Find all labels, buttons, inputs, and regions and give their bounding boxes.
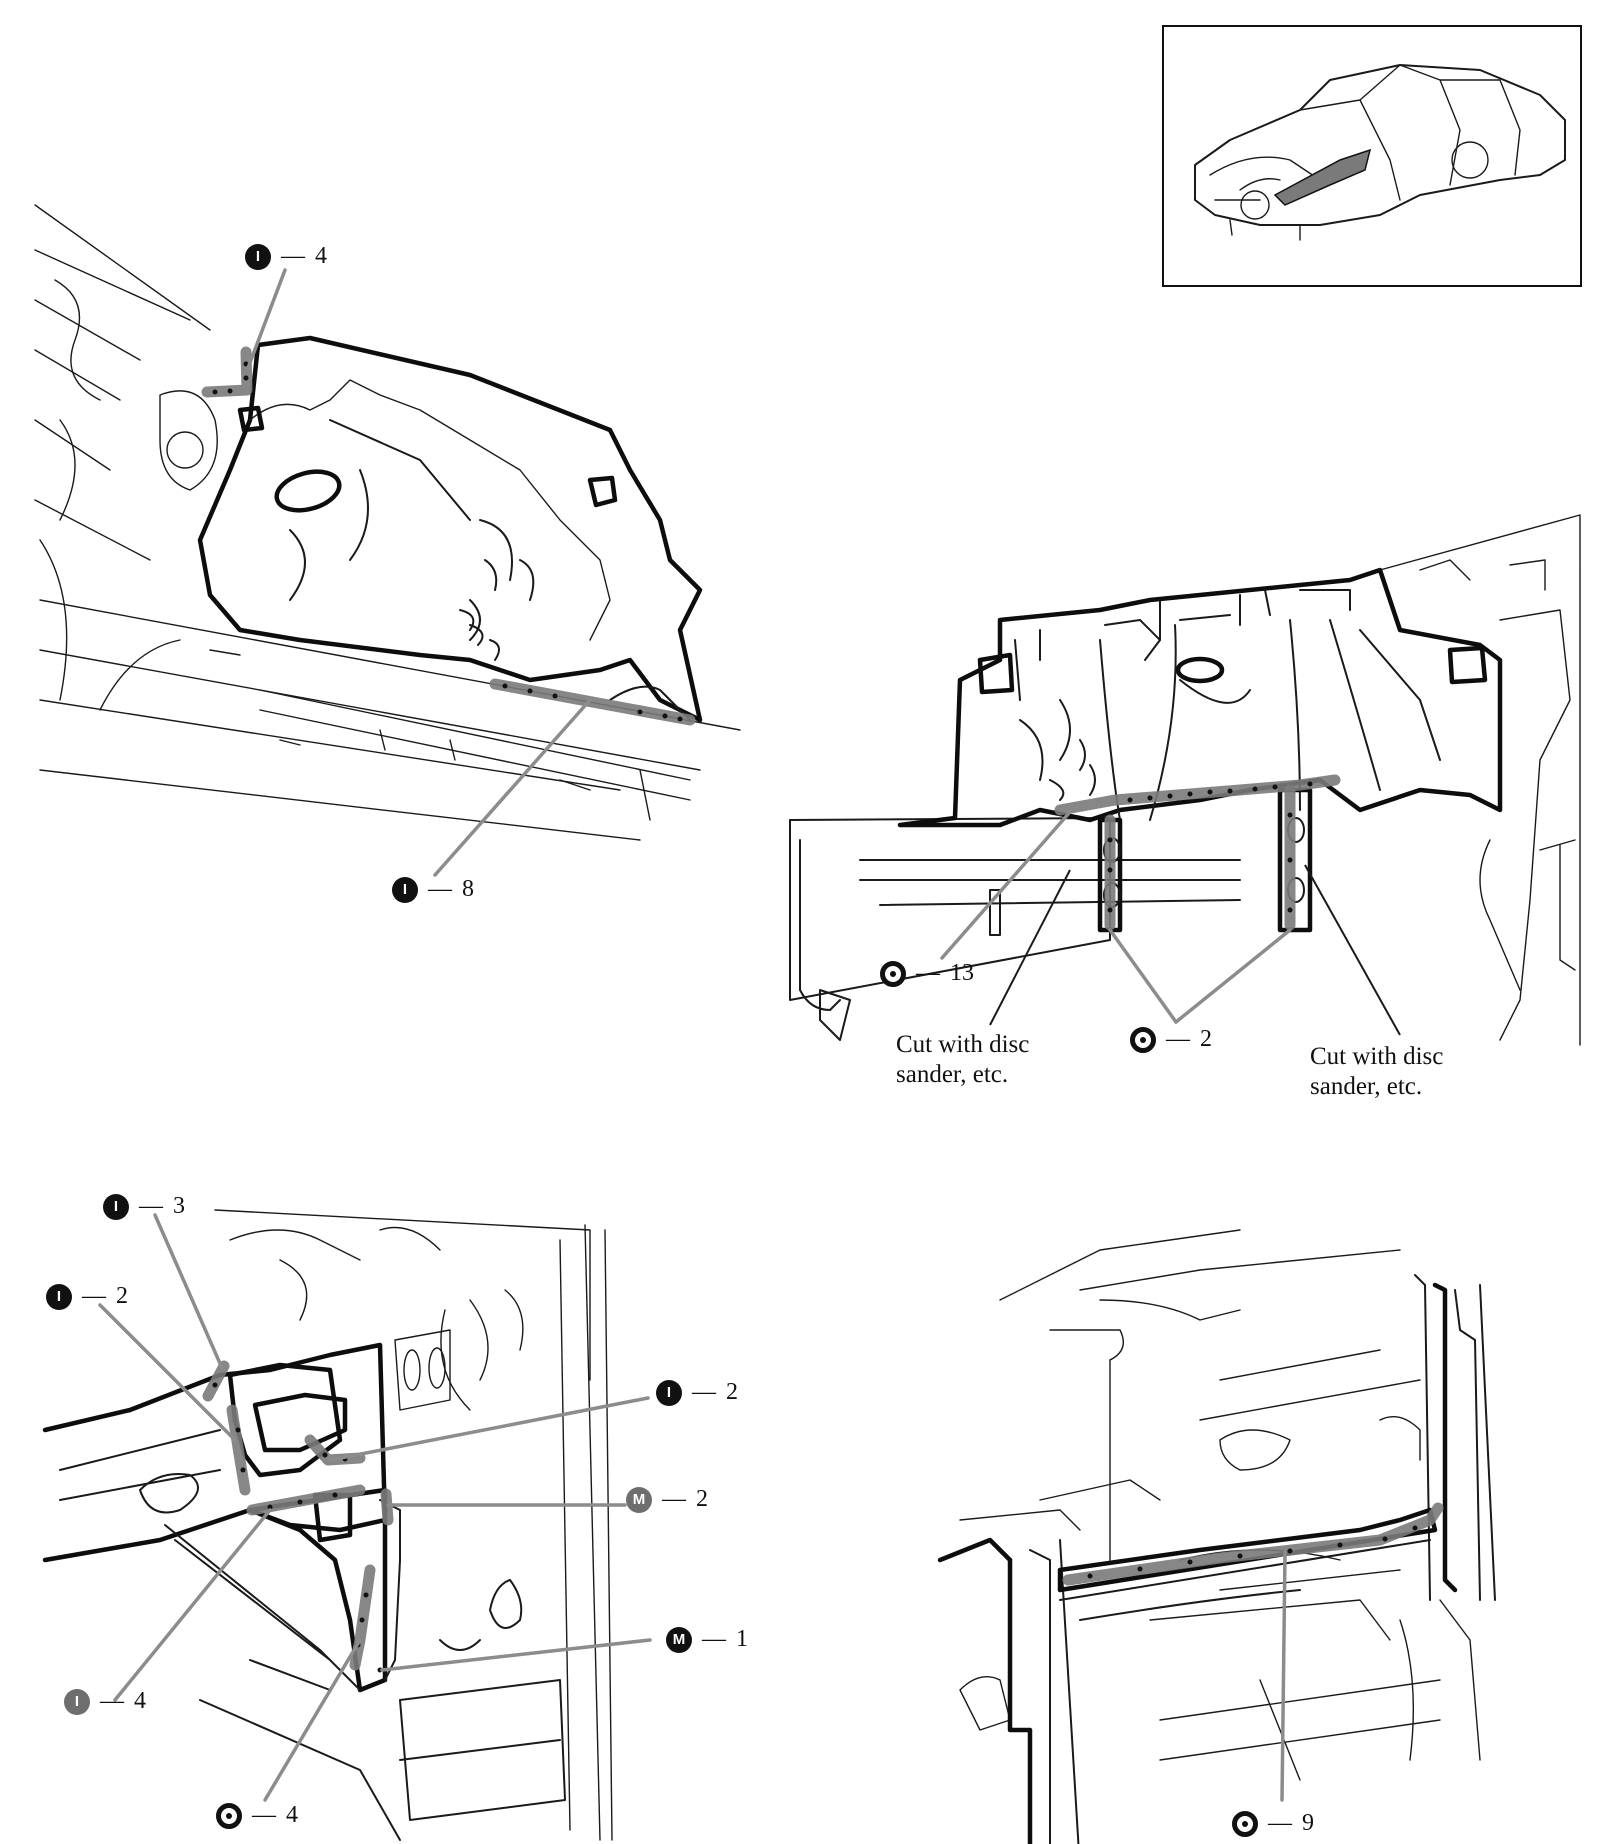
weld-symbol-i: I xyxy=(103,1193,129,1220)
weld-count: 2 xyxy=(726,1379,738,1405)
weld-count: 3 xyxy=(173,1193,185,1219)
note-cut-left: Cut with disc sander, etc. xyxy=(896,1031,1030,1088)
weld-symbol-i: I xyxy=(656,1379,682,1406)
weld-count: 2 xyxy=(696,1486,708,1512)
dash: — xyxy=(281,243,305,269)
weld-symbol-m: M xyxy=(626,1486,652,1513)
weld-count: 1 xyxy=(736,1626,748,1652)
dash: — xyxy=(1268,1810,1292,1836)
callout-weld-m-2: M — 2 xyxy=(626,1486,708,1513)
callout-spot-4: — 4 xyxy=(216,1802,298,1829)
dash: — xyxy=(139,1193,163,1219)
dash: — xyxy=(662,1486,686,1512)
callout-spot-9: — 9 xyxy=(1232,1810,1314,1837)
panel-front-pillar xyxy=(42,1209,652,1841)
callout-weld-i-4-bottom: I — 4 xyxy=(64,1688,146,1715)
panel-side-sill xyxy=(937,1229,1496,1844)
callout-weld-i-2-left: I — 2 xyxy=(46,1283,128,1310)
weld-count: 2 xyxy=(116,1283,128,1309)
weld-count: 4 xyxy=(134,1688,146,1714)
callout-weld-i-3: I — 3 xyxy=(103,1193,185,1220)
spot-weld-icon xyxy=(1130,1026,1156,1053)
weld-symbol-i: I xyxy=(392,876,418,903)
callout-spot-13: — 13 xyxy=(880,960,974,987)
weld-count: 2 xyxy=(1200,1026,1212,1052)
weld-symbol-i: I xyxy=(46,1283,72,1310)
weld-count: 4 xyxy=(315,243,327,269)
panel-apron-side-view xyxy=(789,514,1581,1046)
callout-weld-i-2-right: I — 2 xyxy=(656,1379,738,1406)
dash: — xyxy=(692,1379,716,1405)
callout-weld-i-8: I — 8 xyxy=(392,876,474,903)
inset-frame xyxy=(1162,25,1582,287)
weld-count: 13 xyxy=(950,960,974,986)
panel-apron-top-view xyxy=(34,204,741,877)
spot-weld-icon xyxy=(880,960,906,987)
weld-count: 4 xyxy=(286,1802,298,1828)
inset-body-shell xyxy=(1194,64,1566,241)
note-cut-right: Cut with disc sander, etc. xyxy=(1310,1043,1444,1100)
dash: — xyxy=(252,1802,276,1828)
weld-symbol-i: I xyxy=(245,243,271,270)
dash: — xyxy=(1166,1026,1190,1052)
callout-spot-2: — 2 xyxy=(1130,1026,1212,1053)
weld-count: 9 xyxy=(1302,1810,1314,1836)
callout-weld-i-4-top: I — 4 xyxy=(245,243,327,270)
callout-weld-m-1: M — 1 xyxy=(666,1626,748,1653)
weld-symbol-i: I xyxy=(64,1688,90,1715)
dash: — xyxy=(100,1688,124,1714)
dash: — xyxy=(916,960,940,986)
weld-count: 8 xyxy=(462,876,474,902)
dash: — xyxy=(82,1283,106,1309)
spot-weld-icon xyxy=(216,1802,242,1829)
dash: — xyxy=(702,1626,726,1652)
spot-weld-icon xyxy=(1232,1810,1258,1837)
weld-symbol-m: M xyxy=(666,1626,692,1653)
dash: — xyxy=(428,876,452,902)
